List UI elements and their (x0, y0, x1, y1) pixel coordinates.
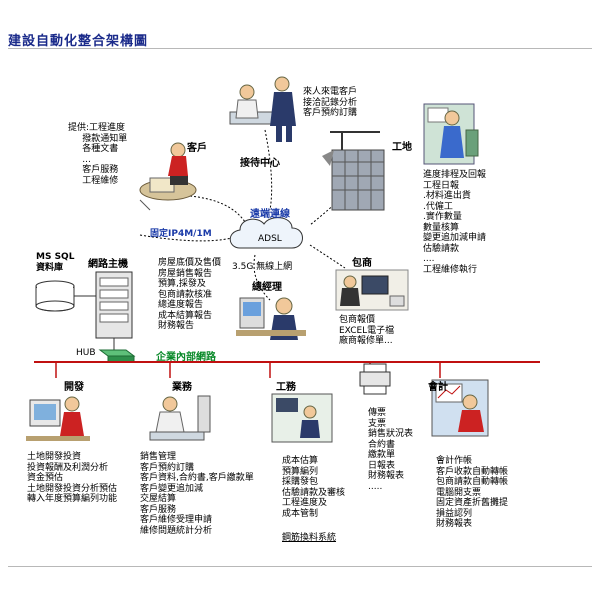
contractor-notes: 包商報價 EXCEL電子檔 廠商報修單... (339, 315, 395, 346)
fixed-ip-label: 固定IP4M/1M (150, 229, 212, 239)
adsl-label: ADSL (258, 234, 282, 244)
reception-icon (229, 76, 296, 142)
rebar-system-link[interactable]: 鋼筋換料系統 (282, 533, 337, 543)
server-label: 網路主機 (88, 259, 128, 270)
dept-accounting-label: 會計 (428, 382, 448, 393)
manager-link-line (253, 254, 271, 301)
remote-link-label: 遠端連線 (250, 209, 290, 220)
top-divider (8, 48, 592, 49)
dept-engineering-label: 工務 (276, 382, 296, 393)
customer-notes: 提供:工程進度 撥款通知單 各種文書 ... 客戶服務 工程維修 (68, 123, 128, 186)
adsl-cloud-icon (229, 217, 303, 249)
dept-sales-label: 業務 (172, 382, 192, 393)
dept-sales-notes: 銷售管理 客戶預約訂購 客戶資料,合約書,客戶繳款單 客戶變更追加減 交屋結算 … (140, 452, 254, 536)
construction-site-icon (322, 131, 385, 211)
dept-development-notes: 土地開發投資 投資報酬及利潤分析 資金預估 土地開發投資分析預估 轉入年度預算編… (27, 452, 118, 504)
wireless-label: 3.5G 無線上網 (232, 262, 293, 272)
site-notes: 進度排程及回報 工程日報 .材料進出貨 .代僱工 .實作數量 數量核算 變更追加… (423, 170, 487, 275)
sales-icon (149, 395, 211, 441)
engineering-icon (271, 393, 333, 443)
reception-label: 接待中心 (240, 158, 280, 169)
contractor-link-line (309, 244, 346, 269)
reception-link-line (264, 129, 273, 211)
dept-engineering-notes: 成本估算 預算編列 採購發包 估驗請款及審核 工程進度及 成本管制 (282, 456, 346, 519)
hub-label: HUB (76, 348, 96, 358)
server-icon (95, 271, 133, 339)
database-icon (35, 280, 75, 312)
connection-lines (139, 129, 361, 301)
customer-icon (139, 142, 197, 211)
site-label: 工地 (392, 142, 412, 153)
bottom-divider (8, 566, 592, 567)
customer-link-line (189, 195, 246, 223)
printer-icon (359, 363, 391, 395)
lan-label: 企業內部網路 (156, 352, 216, 363)
database-label: MS SQL 資料庫 (36, 252, 75, 273)
site-worker-icon (423, 103, 479, 165)
dept-accounting-notes: 會計作帳 客戶收款自動轉帳 包商請款自動轉帳 電腦開支票 固定資產折舊攤提 損益… (436, 456, 509, 529)
hub-icon (98, 349, 136, 363)
development-icon (26, 396, 90, 441)
manager-notes: 房屋底價及售價 房屋銷售報告 預算,採發及 包商請款核准 總進度報告 成本結算報… (158, 258, 222, 331)
reception-notes: 來人來電客戶 接洽記錄分析 客戶預約訂購 (303, 87, 358, 118)
manager-icon (236, 297, 306, 340)
contractor-icon (335, 269, 409, 311)
server-link-line (139, 234, 233, 242)
page-title: 建設自動化整合架構圖 (8, 34, 149, 49)
contractor-label: 包商 (352, 258, 372, 269)
site-link-line (309, 179, 361, 226)
manager-label: 總經理 (252, 282, 282, 293)
dept-development-label: 開發 (64, 382, 84, 393)
dept-reports-notes: 傳票 支票 銷售狀況表 合約書 繳款單 日報表 財務報表 ..... (368, 408, 414, 492)
accounting-icon (431, 379, 489, 437)
customer-label: 客戶 (187, 143, 207, 154)
